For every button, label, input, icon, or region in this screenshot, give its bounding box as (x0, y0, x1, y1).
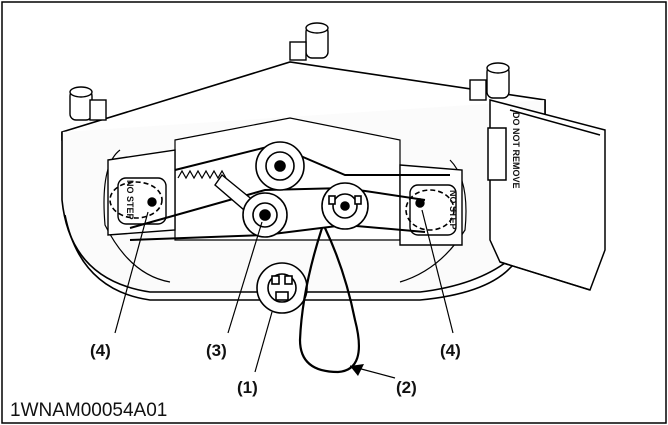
callout-4-left: (4) (90, 341, 111, 360)
right-step-panel: NO STEP (399, 164, 463, 246)
callout-3: (3) (206, 341, 227, 360)
idler-pulley (321, 182, 369, 230)
no-step-decal-left: NO STEP (125, 180, 135, 220)
callout-1: (1) (237, 378, 258, 397)
tension-pulley (242, 192, 288, 238)
belt-guard: DO NOT REMOVE (487, 99, 606, 291)
figure-id-code: 1WNAM00054A01 (10, 400, 167, 421)
drive-belt-path (129, 143, 450, 241)
spindle-marker-left (147, 197, 157, 207)
callout-4-right: (4) (440, 341, 461, 360)
spare-belt-pulley (256, 262, 308, 314)
left-step-panel: NO STEP (107, 149, 176, 236)
no-step-decal-right: NO STEP (448, 190, 458, 230)
guard-warning-decal: DO NOT REMOVE (511, 112, 521, 189)
removed-belt-loop (298, 227, 360, 374)
deck-wheels (69, 22, 510, 121)
tension-spring (177, 169, 227, 180)
center-upper-pulley (255, 141, 305, 191)
callout-2: (2) (396, 378, 417, 397)
belt-arrowhead (350, 364, 364, 376)
